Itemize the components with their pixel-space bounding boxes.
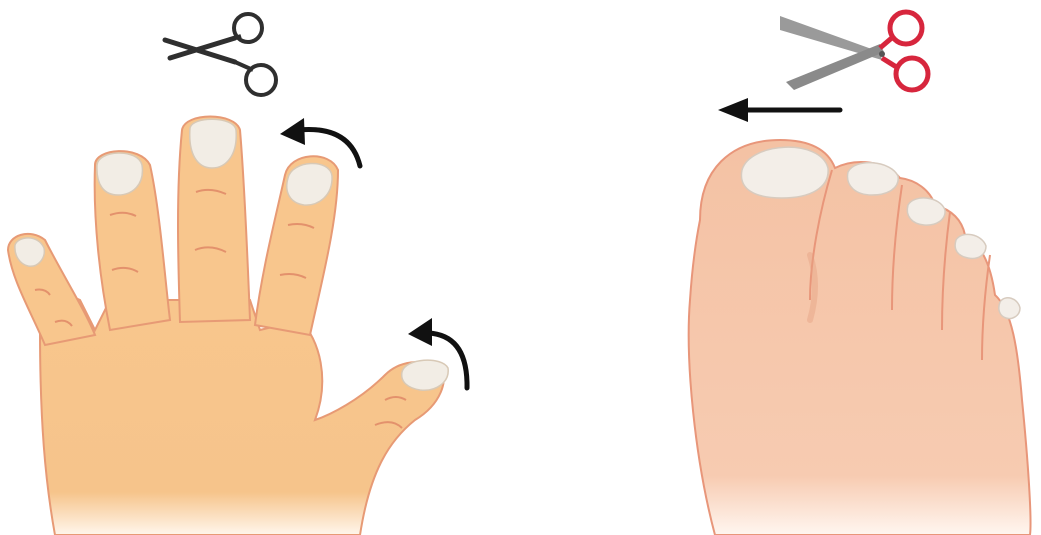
foot-shape <box>689 140 1031 535</box>
hand-panel <box>0 0 520 535</box>
foot-illustration <box>660 0 1041 535</box>
left-arrow-icon <box>718 98 840 122</box>
scissors-icon <box>780 12 928 90</box>
scissors-icon <box>165 14 276 95</box>
foot-panel <box>660 0 1041 535</box>
hand-illustration <box>0 0 520 535</box>
hand-shape <box>8 117 448 535</box>
